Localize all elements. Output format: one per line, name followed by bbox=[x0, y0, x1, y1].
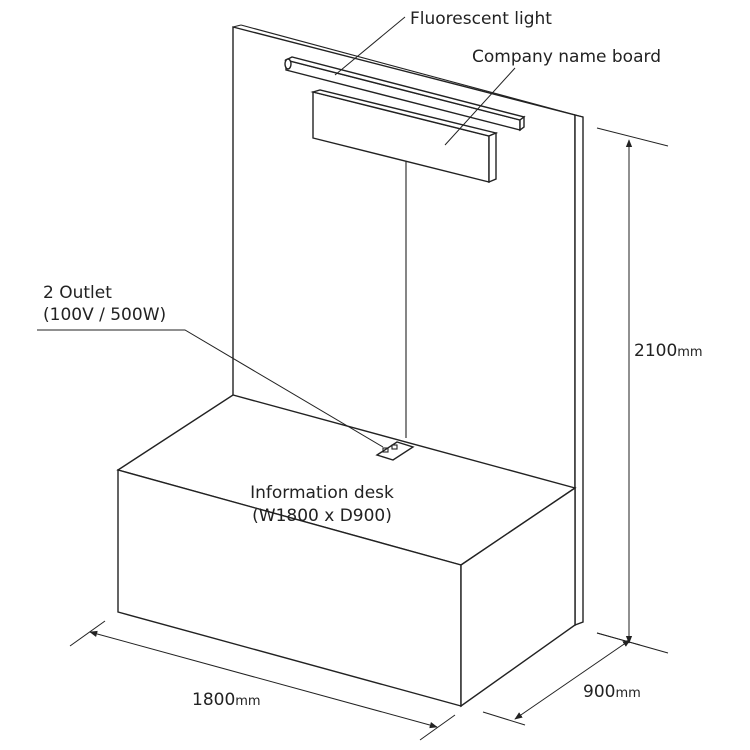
name-board-side bbox=[488, 131, 497, 184]
height-extension-top bbox=[596, 127, 669, 147]
label-fluorescent-light: Fluorescent light bbox=[410, 9, 552, 29]
leader-line-outlet bbox=[37, 329, 384, 448]
label-desk-line2: (W1800 x D900) bbox=[252, 506, 392, 526]
label-desk-line1: Information desk bbox=[250, 483, 394, 503]
label-outlet-line2: (100V / 500W) bbox=[43, 305, 166, 325]
depth-arrow bbox=[514, 639, 631, 720]
width-label: 1800mm bbox=[192, 690, 261, 710]
outlet-socket-1 bbox=[382, 447, 389, 453]
outlet-plate bbox=[375, 441, 415, 461]
width-extension-left bbox=[69, 620, 106, 647]
depth-extension-back bbox=[596, 632, 641, 646]
label-company-name-board: Company name board bbox=[472, 47, 661, 67]
depth-label: 900mm bbox=[583, 682, 641, 702]
light-bar-cap bbox=[284, 58, 292, 70]
back-wall-top-edge bbox=[240, 24, 584, 118]
desk-side bbox=[460, 486, 576, 708]
company-name-board bbox=[310, 89, 499, 184]
depth-extension-front bbox=[482, 711, 526, 726]
width-extension-right bbox=[419, 714, 456, 741]
back-wall-top-edge-left bbox=[232, 24, 242, 28]
fluorescent-light-fixture bbox=[284, 56, 526, 132]
outlet-socket-2 bbox=[391, 444, 398, 450]
outlet-box bbox=[375, 441, 415, 461]
height-label: 2100mm bbox=[634, 341, 703, 361]
label-outlet-line1: 2 Outlet bbox=[43, 283, 112, 303]
depth-dimension bbox=[482, 632, 641, 726]
width-arrow bbox=[89, 630, 438, 729]
leader-line-fluorescent bbox=[334, 16, 406, 76]
light-bar-end bbox=[519, 115, 525, 132]
back-wall-side-edge bbox=[574, 114, 584, 627]
height-dimension bbox=[596, 127, 669, 654]
leader-line-board bbox=[444, 67, 516, 146]
width-dimension bbox=[69, 620, 456, 741]
